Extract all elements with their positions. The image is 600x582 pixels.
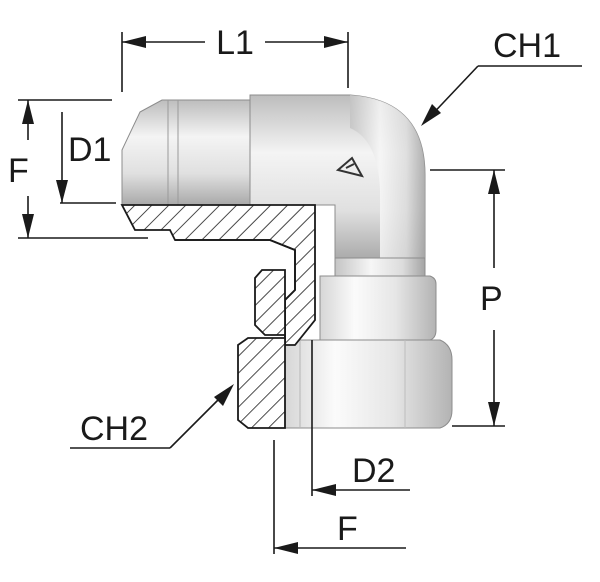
label-CH1: CH1 <box>493 27 561 65</box>
label-D2: D2 <box>352 452 395 490</box>
elbow-neck <box>334 257 426 277</box>
dimension-lines <box>18 32 582 554</box>
label-F-bottom: F <box>337 510 358 548</box>
section-tube-wall <box>120 204 316 346</box>
cross-section <box>120 204 316 429</box>
label-D1: D1 <box>68 131 111 169</box>
label-P: P <box>480 280 503 318</box>
label-L1: L1 <box>216 24 254 62</box>
male-tube-end <box>121 99 251 206</box>
swivel-nut-upper <box>319 275 437 341</box>
labels: L1 CH1 D1 F P CH2 D2 F <box>8 24 561 548</box>
label-F-top: F <box>8 152 29 190</box>
brand-logo-icon <box>335 156 364 178</box>
label-CH2: CH2 <box>80 410 148 448</box>
section-nut-lower <box>237 337 286 429</box>
section-nut-upper <box>254 269 286 336</box>
swivel-nut-lower <box>284 339 453 429</box>
fitting-body <box>121 94 453 429</box>
